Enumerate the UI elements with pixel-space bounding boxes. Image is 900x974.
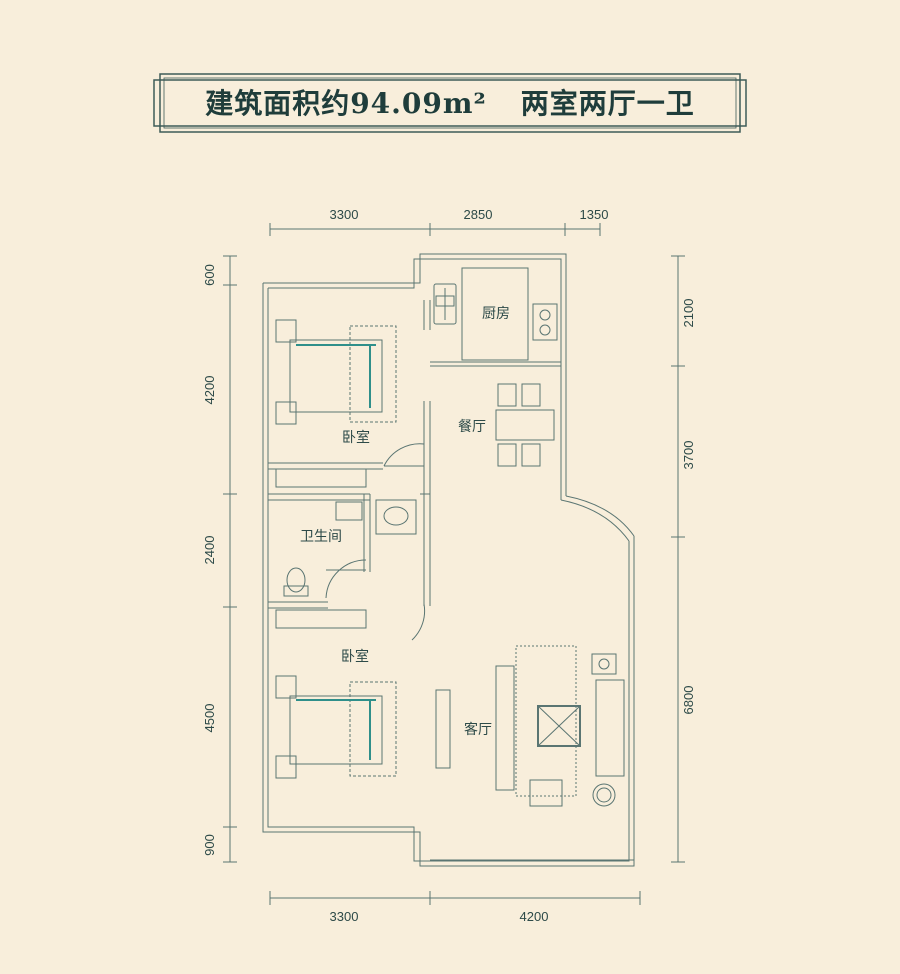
plan-title: 建筑面积约94.09m² 两室两厅一卫	[0, 84, 900, 124]
room-kitchen: 厨房	[482, 306, 510, 322]
room-dining: 餐厅	[458, 419, 486, 435]
dim-left-2: 4200	[202, 376, 217, 405]
area-text: 建筑面积约94.09m²	[205, 87, 487, 120]
dim-left-1: 600	[202, 264, 217, 286]
dim-left-3: 2400	[202, 536, 217, 565]
room-bedroom-bottom: 卧室	[341, 648, 369, 665]
dim-right-1: 2100	[681, 299, 696, 328]
room-bedroom-top: 卧室	[342, 429, 370, 446]
room-living: 客厅	[464, 721, 492, 738]
title-frame	[153, 73, 747, 133]
dim-right-3: 6800	[681, 686, 696, 715]
layout-text: 两室两厅一卫	[520, 87, 695, 120]
dim-top-3: 1350	[580, 207, 609, 222]
dim-top-1: 3300	[330, 207, 359, 222]
dim-top-2: 2850	[464, 207, 493, 222]
dim-left-4: 4500	[202, 704, 217, 733]
dim-bottom-2: 4200	[520, 909, 549, 924]
room-bathroom: 卫生间	[300, 529, 342, 545]
dim-right-2: 3700	[681, 441, 696, 470]
dim-bottom-1: 3300	[330, 909, 359, 924]
dim-left-5: 900	[202, 834, 217, 856]
